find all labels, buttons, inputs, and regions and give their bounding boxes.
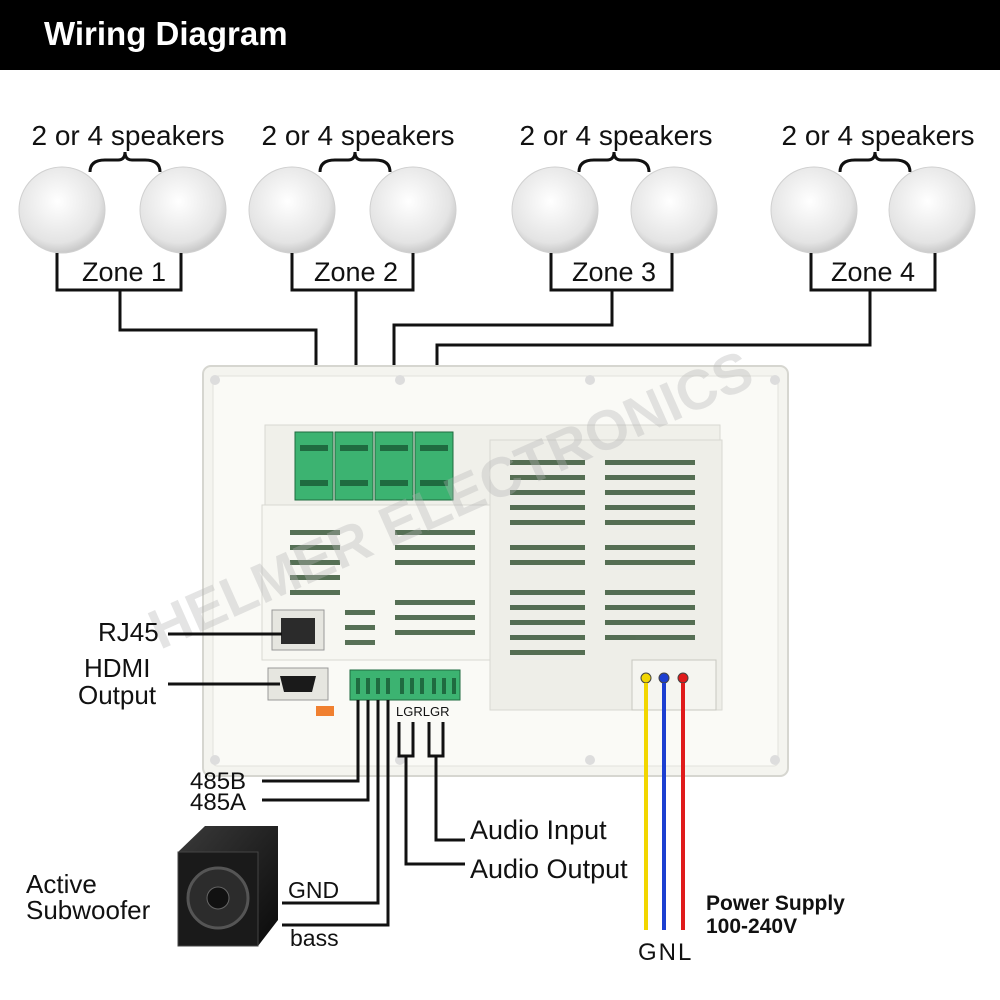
power-pin-neutral: [658, 672, 670, 684]
audio-input-wire: [434, 756, 465, 842]
rj45-port: [281, 618, 315, 644]
amplifier-panel: LGRLGR: [202, 365, 789, 777]
speaker-terminals: [294, 431, 454, 501]
zone-2-caption: 2 or 4 speakers: [262, 120, 455, 151]
screw-icon: [770, 755, 780, 765]
terminal-block: [294, 431, 334, 501]
speaker-icon: [18, 166, 106, 254]
power-title-line1: Power Supply: [706, 892, 845, 915]
zone-2-label: Zone 2: [314, 257, 398, 287]
rs485b-label: 485B: [190, 768, 246, 795]
zone-4-label: Zone 4: [831, 257, 915, 287]
audio-output-label: Audio Output: [470, 854, 628, 884]
hdmi-label-line1: HDMI: [84, 653, 150, 683]
screw-icon: [395, 375, 405, 385]
terminal-block: [334, 431, 374, 501]
speaker-icon: [511, 166, 599, 254]
zone-1-caption: 2 or 4 speakers: [32, 120, 225, 151]
zone-3-caption: 2 or 4 speakers: [520, 120, 713, 151]
hdmi-port: [280, 676, 316, 692]
screw-icon: [210, 755, 220, 765]
subwoofer: [177, 826, 278, 947]
terminal-block: [414, 431, 454, 501]
subwoofer-label-line1: Active: [26, 869, 97, 899]
terminal-block: [374, 431, 414, 501]
header-bar: Wiring Diagram: [0, 0, 1000, 70]
rj45-label: RJ45: [98, 617, 159, 647]
audio-input-label: Audio Input: [470, 815, 607, 845]
zone-1-group: 2 or 4 speakers Zone 1: [18, 120, 227, 292]
zone-3-label: Zone 3: [572, 257, 656, 287]
zone-4-group: 2 or 4 speakers Zone 4: [770, 120, 976, 292]
zone-3-brace: [577, 151, 651, 173]
subwoofer-label-line2: Subwoofer: [26, 895, 151, 925]
zone-1-label: Zone 1: [82, 257, 166, 287]
screw-icon: [770, 375, 780, 385]
speaker-icon: [888, 166, 976, 254]
zone-1-brace: [88, 151, 162, 173]
subwoofer-dustcap-icon: [206, 886, 230, 910]
status-led: [316, 706, 334, 716]
zone-2-label-bg: [303, 256, 409, 286]
vent-slots: [290, 460, 695, 655]
audio-pin-labels: LGRLGR: [396, 704, 449, 719]
screw-icon: [585, 375, 595, 385]
screw-icon: [585, 755, 595, 765]
speaker-icon: [770, 166, 858, 254]
left-labels: RJ45 HDMI Output: [78, 617, 282, 710]
speaker-icon: [369, 166, 457, 254]
screw-icon: [210, 375, 220, 385]
gnd-wire: [282, 700, 380, 905]
speaker-icon: [630, 166, 718, 254]
audio-output-wire: [404, 756, 465, 866]
bass-label: bass: [290, 925, 339, 951]
zone-1-label-bg: [72, 256, 176, 286]
rs485a-wire: [262, 700, 370, 802]
zone-3-label-bg: [561, 256, 667, 286]
hdmi-label-line2: Output: [78, 680, 157, 710]
io-wires: [262, 700, 465, 927]
zone-4-label-bg: [820, 256, 926, 286]
gnd-label: GND: [288, 877, 339, 903]
zone-4-caption: 2 or 4 speakers: [782, 120, 975, 151]
power-wires: [644, 683, 685, 930]
zone-4-bracket: [809, 253, 937, 292]
bass-wire: [282, 700, 390, 927]
speaker-icon: [139, 166, 227, 254]
zone-2-bracket: [290, 253, 415, 292]
zone-2-group: 2 or 4 speakers Zone 2: [248, 120, 457, 292]
zone-4-brace: [838, 151, 912, 173]
power-pin-labels: GNL: [638, 939, 693, 966]
power-pin-live: [677, 672, 689, 684]
rs485a-label: 485A: [190, 789, 246, 816]
power-title-line2: 100-240V: [706, 915, 797, 938]
zone-3-group: 2 or 4 speakers Zone 3: [511, 120, 718, 292]
zone-2-brace: [318, 151, 392, 173]
page-title: Wiring Diagram: [44, 15, 288, 52]
speaker-icon: [248, 166, 336, 254]
power-pin-ground: [640, 672, 652, 684]
rs485b-wire: [262, 700, 360, 783]
